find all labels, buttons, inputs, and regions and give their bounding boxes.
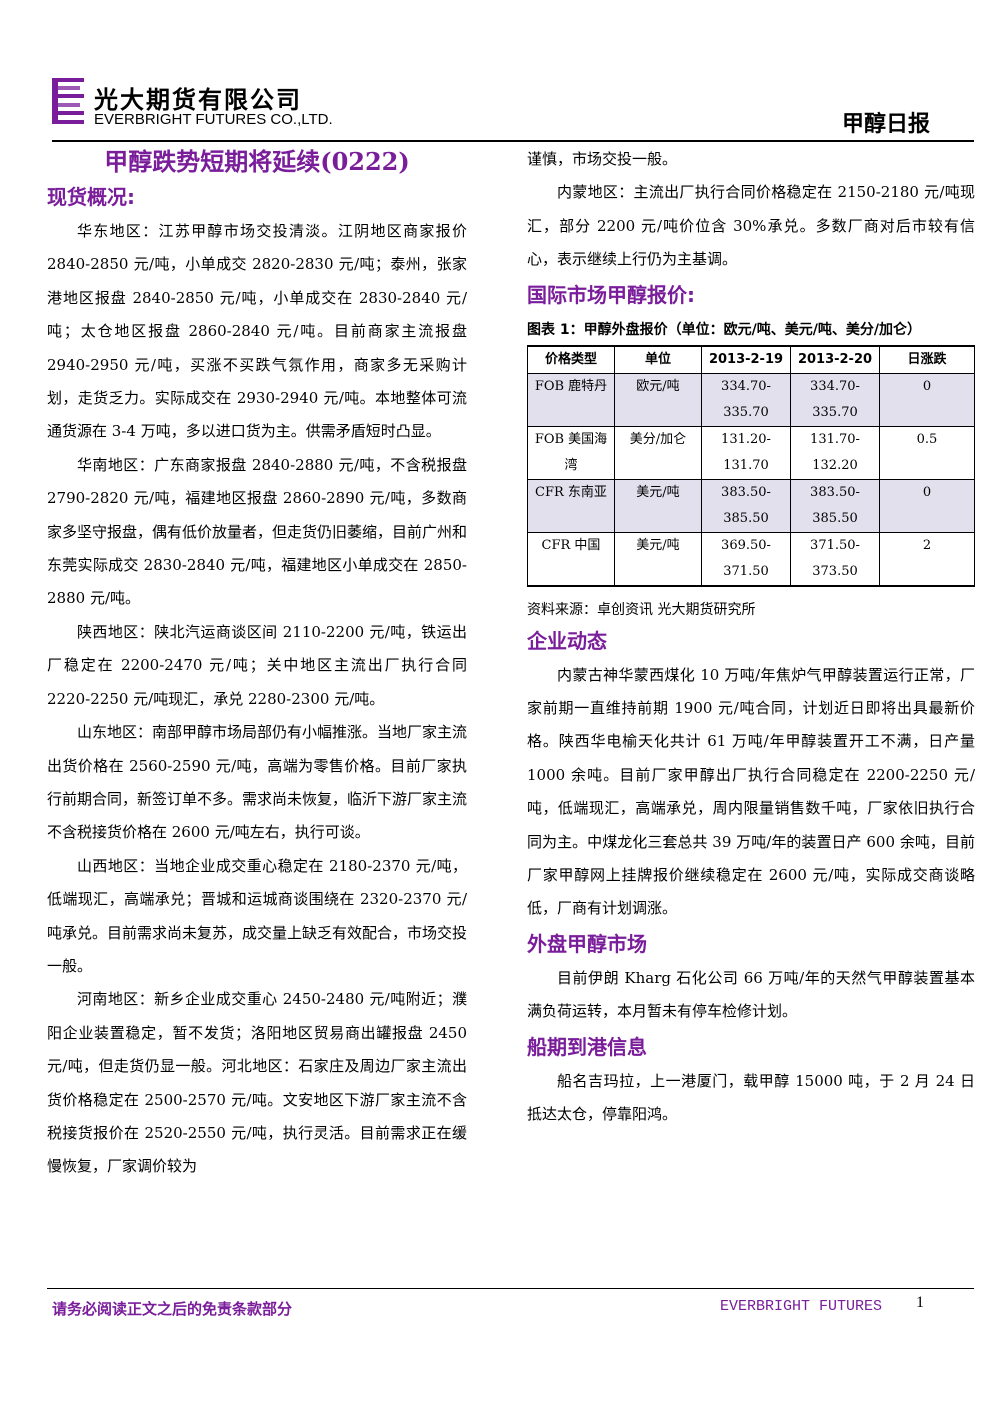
footer-brand: EVERBRIGHT FUTURES <box>720 1298 883 1315</box>
price-table: 价格类型 单位 2013-2-19 2013-2-20 日涨跌 FOB 鹿特丹 … <box>527 344 975 587</box>
footer-divider <box>47 1288 974 1289</box>
cell-unit: 欧元/吨 <box>614 372 702 427</box>
cell-unit: 美元/吨 <box>614 531 702 587</box>
page-title: 甲醇跌势短期将延续(0222) <box>104 147 410 176</box>
table-row: FOB 美国海湾 美分/加仑 131.20-131.70 131.70-132.… <box>527 425 975 480</box>
section-heading-overseas: 外盘甲醇市场 <box>527 931 647 956</box>
cell-unit: 美分/加仑 <box>614 425 702 480</box>
section-heading-international: 国际市场甲醇报价: <box>527 282 695 307</box>
paragraph-continuation: 谨慎，市场交投一般。 <box>527 150 678 168</box>
table-header-row: 价格类型 单位 2013-2-19 2013-2-20 日涨跌 <box>527 345 975 374</box>
paragraph-overseas: 目前伊朗 Kharg 石化公司 66 万吨/年的天然气甲醇装置基本满负荷运转，本… <box>527 968 975 1021</box>
column-header: 2013-2-20 <box>790 345 880 374</box>
paragraph-henan: 河南地区：新乡企业成交重心 2450-2480 元/吨附近；濮阳企业装置稳定，暂… <box>47 990 467 1176</box>
cell-change: 0 <box>879 372 975 427</box>
paragraph-corporate: 内蒙古神华蒙西煤化 10 万吨/年焦炉气甲醇装置运行正常，厂家前期一直维持前期 … <box>527 665 975 918</box>
column-header: 单位 <box>614 345 702 374</box>
cell-type: FOB 美国海湾 <box>527 425 615 480</box>
column-header: 日涨跌 <box>879 345 975 374</box>
cell-price-d1: 383.50-385.50 <box>701 478 791 533</box>
table-row: CFR 东南亚 美元/吨 383.50-385.50 383.50-385.50… <box>527 478 975 533</box>
table-row: CFR 中国 美元/吨 369.50-371.50 371.50-373.50 … <box>527 531 975 587</box>
table-row: FOB 鹿特丹 欧元/吨 334.70-335.70 334.70-335.70… <box>527 372 975 427</box>
disclaimer-note: 请务必阅读正文之后的免责条款部分 <box>52 1300 293 1318</box>
company-logo <box>52 78 84 124</box>
section-heading-spot: 现货概况: <box>47 185 135 209</box>
column-header: 2013-2-19 <box>701 345 791 374</box>
header-divider <box>52 140 974 142</box>
paragraph-shaanxi: 陕西地区：陕北汽运商谈区间 2110-2200 元/吨，铁运出厂稳定在 2200… <box>47 622 467 708</box>
cell-price-d1: 334.70-335.70 <box>701 372 791 427</box>
cell-unit: 美元/吨 <box>614 478 702 533</box>
paragraph-east-china: 华东地区：江苏甲醇市场交投清淡。江阴地区商家报价 2840-2850 元/吨，小… <box>47 222 467 441</box>
cell-price-d1: 131.20-131.70 <box>701 425 791 480</box>
section-heading-corporate: 企业动态 <box>527 628 607 653</box>
cell-change: 0 <box>879 478 975 533</box>
paragraph-shipping: 船名吉玛拉，上一港厦门，载甲醇 15000 吨，于 2 月 24 日抵达太仓，停… <box>527 1071 975 1124</box>
table-source: 资料来源：卓创资讯 光大期货研究所 <box>527 601 756 618</box>
paragraph-shandong: 山东地区：南部甲醇市场局部仍有小幅推涨。当地厂家主流出货价格在 2560-259… <box>47 723 468 842</box>
paragraph-shanxi: 山西地区：当地企业成交重心稳定在 2180-2370 元/吨，低端现汇，高端承兑… <box>47 856 468 975</box>
cell-price-d2: 334.70-335.70 <box>790 372 880 427</box>
paragraph-south-china: 华南地区：广东商家报盘 2840-2880 元/吨，不含税报盘 2790-282… <box>47 455 468 608</box>
company-name-en: EVERBRIGHT FUTURES CO.,LTD. <box>94 111 333 128</box>
cell-price-d2: 383.50-385.50 <box>790 478 880 533</box>
figure-caption: 图表 1：甲醇外盘报价（单位：欧元/吨、美元/吨、美分/加仑） <box>527 321 921 338</box>
cell-price-d2: 131.70-132.20 <box>790 425 880 480</box>
company-name-cn: 光大期货有限公司 <box>94 86 302 114</box>
cell-type: CFR 东南亚 <box>527 478 615 533</box>
report-type: 甲醇日报 <box>841 112 930 137</box>
cell-change: 2 <box>879 531 975 587</box>
cell-price-d1: 369.50-371.50 <box>701 531 791 587</box>
paragraph-inner-mongolia: 内蒙地区：主流出厂执行合同价格稳定在 2150-2180 元/吨现汇，部分 22… <box>527 183 975 269</box>
page-number: 1 <box>916 1294 924 1311</box>
cell-change: 0.5 <box>879 425 975 480</box>
cell-type: CFR 中国 <box>527 531 615 587</box>
right-column: 谨慎，市场交投一般。 内蒙地区：主流出厂执行合同价格稳定在 2150-2180 … <box>527 143 975 1132</box>
cell-price-d2: 371.50-373.50 <box>790 531 880 587</box>
cell-type: FOB 鹿特丹 <box>527 372 615 427</box>
column-header: 价格类型 <box>527 345 615 374</box>
left-column: 甲醇跌势短期将延续(0222) 现货概况: 华东地区：江苏甲醇市场交投清淡。江阴… <box>47 143 467 1184</box>
section-heading-shipping: 船期到港信息 <box>527 1034 647 1059</box>
